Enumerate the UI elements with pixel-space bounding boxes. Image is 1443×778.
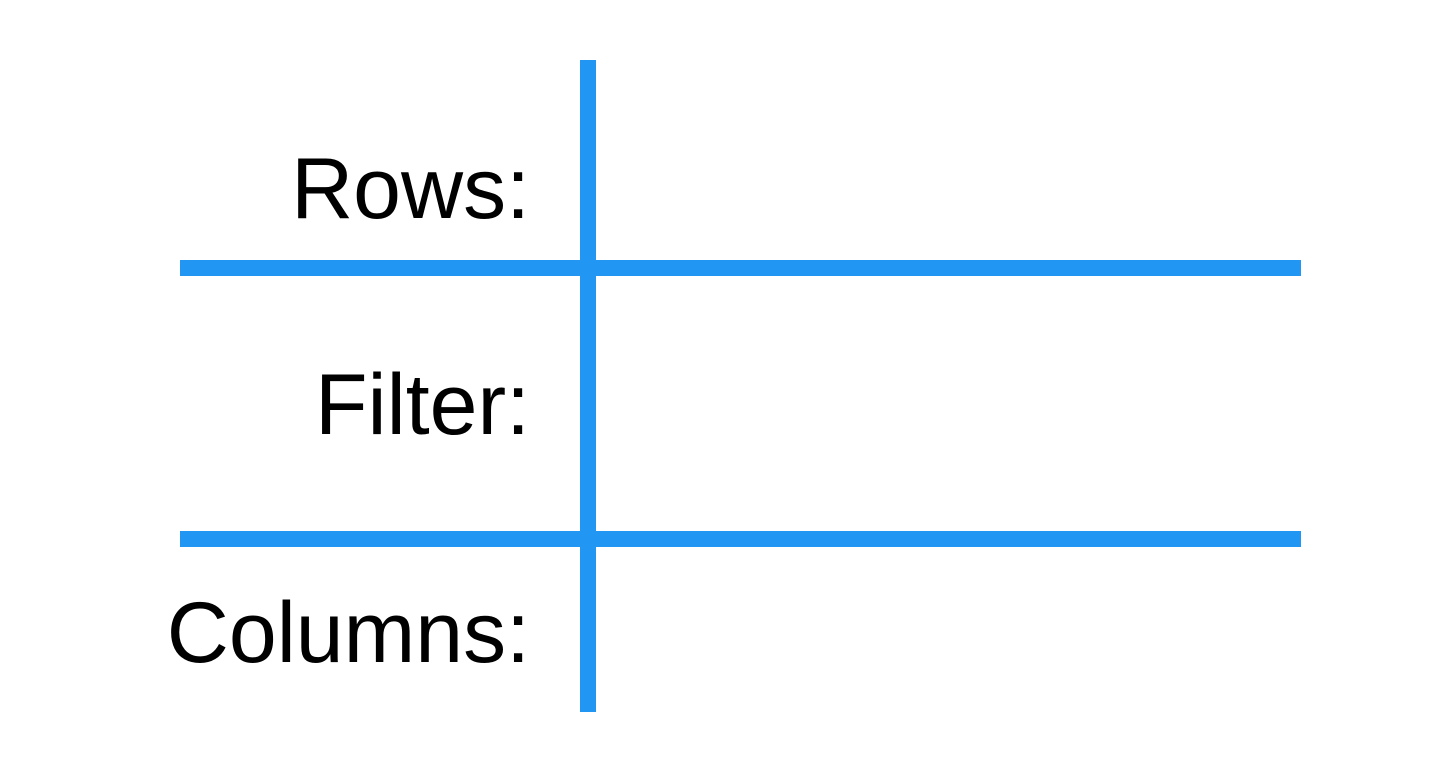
rows-label: Rows: xyxy=(291,141,530,237)
rows-filter-divider xyxy=(180,260,1301,276)
vertical-divider xyxy=(580,60,596,712)
filter-label: Filter: xyxy=(315,357,530,453)
columns-label: Columns: xyxy=(166,585,530,681)
filter-columns-divider xyxy=(180,531,1301,547)
